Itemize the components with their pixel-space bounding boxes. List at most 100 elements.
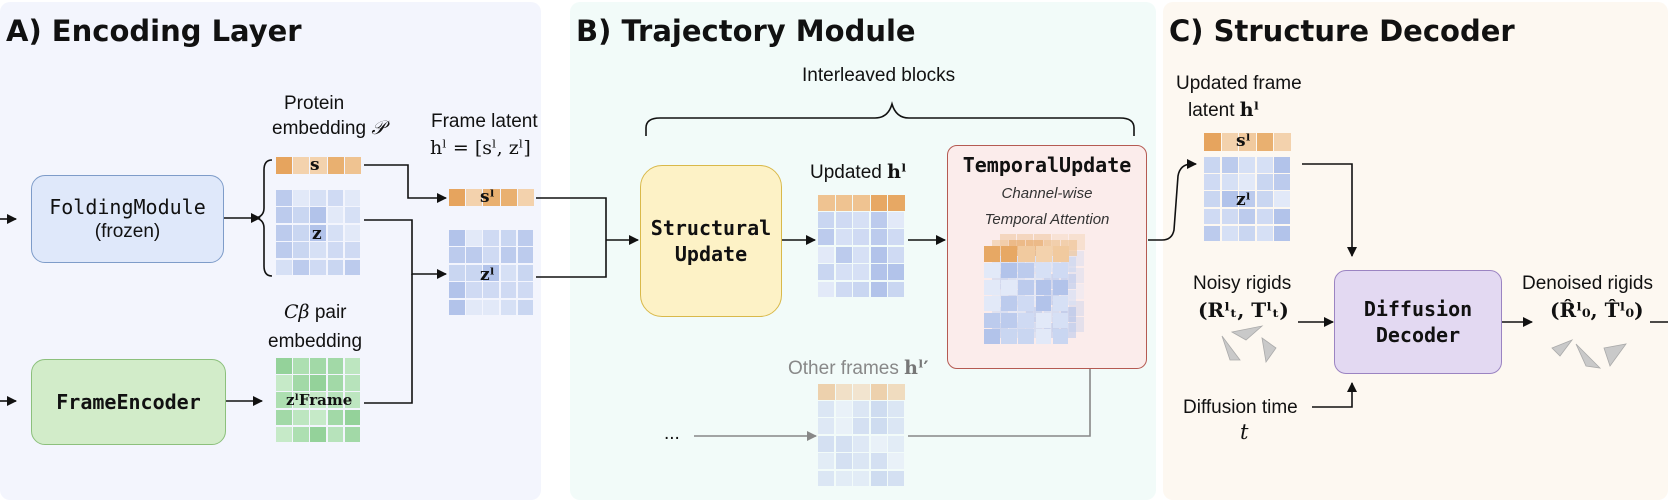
matrix-cell: [276, 242, 292, 259]
matrix-cell: [1018, 296, 1035, 312]
matrix-cell: [293, 392, 309, 409]
matrix-cell: [466, 282, 482, 299]
zframe-embedding-grid: [276, 358, 362, 444]
zframe-symbol: zˡFrame: [286, 391, 353, 409]
diffusion-time-symbol: t: [1240, 420, 1249, 444]
strip-cell: [1018, 246, 1035, 262]
matrix-cell: [449, 230, 465, 246]
structural-update-line2: Update: [674, 242, 748, 266]
matrix-cell: [818, 246, 835, 263]
matrix-cell: [517, 230, 534, 246]
matrix-cell: [310, 358, 327, 374]
matrix-cell: [835, 212, 852, 228]
matrix-cell: [1001, 312, 1017, 328]
strip-cell: [984, 246, 1001, 262]
matrix-cell: [1001, 279, 1017, 295]
updated-frame-strip: [1204, 133, 1292, 151]
z-embedding-grid: [276, 190, 362, 277]
matrix-cell: [870, 281, 887, 298]
matrix-cell: [310, 242, 327, 259]
matrix-cell: [1052, 329, 1069, 345]
interleaved-blocks-label: Interleaved blocks: [802, 65, 956, 86]
matrix-cell: [1274, 174, 1291, 190]
strip-cell: [853, 195, 870, 211]
matrix-cell: [517, 247, 534, 264]
matrix-cell: [1239, 225, 1256, 242]
matrix-cell: [1035, 312, 1052, 328]
matrix-cell: [1274, 225, 1291, 242]
matrix-cell: [853, 246, 870, 263]
folding-module-box: FoldingModule (frozen): [31, 175, 224, 263]
matrix-cell: [500, 299, 517, 316]
matrix-cell: [888, 246, 905, 263]
matrix-cell: [835, 281, 852, 298]
strip-cell: [517, 189, 534, 206]
matrix-cell: [310, 190, 327, 206]
matrix-cell: [1018, 312, 1035, 328]
matrix-cell: [293, 242, 309, 259]
updated-frame-line1: Updated frame: [1176, 73, 1302, 94]
matrix-cell: [818, 418, 835, 435]
matrix-cell: [293, 358, 309, 374]
matrix-cell: [327, 190, 344, 206]
matrix-cell: [888, 401, 905, 417]
strip-cell: [310, 157, 327, 174]
updated-frame-latent-text: latent: [1188, 100, 1235, 121]
matrix-cell: [344, 242, 361, 259]
matrix-cell: [1239, 208, 1256, 225]
strip-cell: [327, 157, 344, 174]
matrix-cell: [984, 312, 1000, 328]
matrix-cell: [888, 264, 905, 281]
strip-cell: [1274, 133, 1291, 151]
matrix-cell: [984, 279, 1000, 295]
matrix-cell: [1204, 174, 1221, 190]
matrix-cell: [1221, 225, 1238, 242]
matrix-cell: [1035, 329, 1052, 345]
matrix-cell: [853, 264, 870, 281]
matrix-cell: [310, 207, 327, 224]
z-symbol: z: [312, 224, 322, 244]
matrix-cell: [344, 426, 361, 443]
strip-cell: [293, 157, 310, 174]
matrix-cell: [344, 224, 361, 241]
updated-h-symbol: hˡ: [887, 161, 907, 183]
zl-frame-grid: [449, 230, 535, 317]
diffusion-decoder-box: Diffusion Decoder: [1334, 270, 1502, 374]
matrix-cell: [984, 263, 1000, 279]
folding-module-label: FoldingModule: [49, 195, 206, 219]
strip-cell: [1221, 133, 1239, 151]
denoised-rigids-symbol: (R̂ˡ₀, T̂ˡ₀): [1550, 298, 1644, 322]
arrow-z-to-zl: [364, 219, 447, 279]
matrix-cell: [1256, 208, 1273, 225]
strip-cell: [835, 384, 853, 400]
interleaved-brace: [645, 101, 1135, 136]
matrix-cell: [327, 224, 344, 241]
strip-cell: [888, 384, 905, 400]
matrix-cell: [344, 375, 361, 391]
matrix-cell: [835, 453, 852, 470]
matrix-cell: [870, 246, 887, 263]
diffusion-decoder-line1: Diffusion: [1363, 297, 1473, 321]
matrix-cell: [1239, 157, 1256, 173]
matrix-cell: [870, 401, 887, 417]
arrow-zframe-to-zl: [364, 274, 413, 404]
matrix-cell: [500, 230, 517, 246]
matrix-cell: [1052, 296, 1069, 312]
frame-encoder-box: FrameEncoder: [31, 359, 226, 445]
matrix-cell: [1052, 312, 1069, 328]
matrix-cell: [276, 358, 292, 374]
matrix-cell: [293, 207, 309, 224]
matrix-cell: [1018, 279, 1035, 295]
matrix-cell: [1221, 208, 1238, 225]
matrix-cell: [466, 264, 482, 281]
cbeta-symbol: Cβ: [284, 301, 310, 323]
matrix-cell: [870, 453, 887, 470]
matrix-cell: [818, 470, 835, 487]
other-frames-text: Other frames: [788, 358, 899, 379]
matrix-cell: [449, 299, 465, 316]
strip-cell: [1239, 133, 1256, 151]
matrix-cell: [1001, 263, 1017, 279]
matrix-cell: [276, 375, 292, 391]
matrix-cell: [276, 207, 292, 224]
matrix-cell: [1256, 191, 1273, 208]
